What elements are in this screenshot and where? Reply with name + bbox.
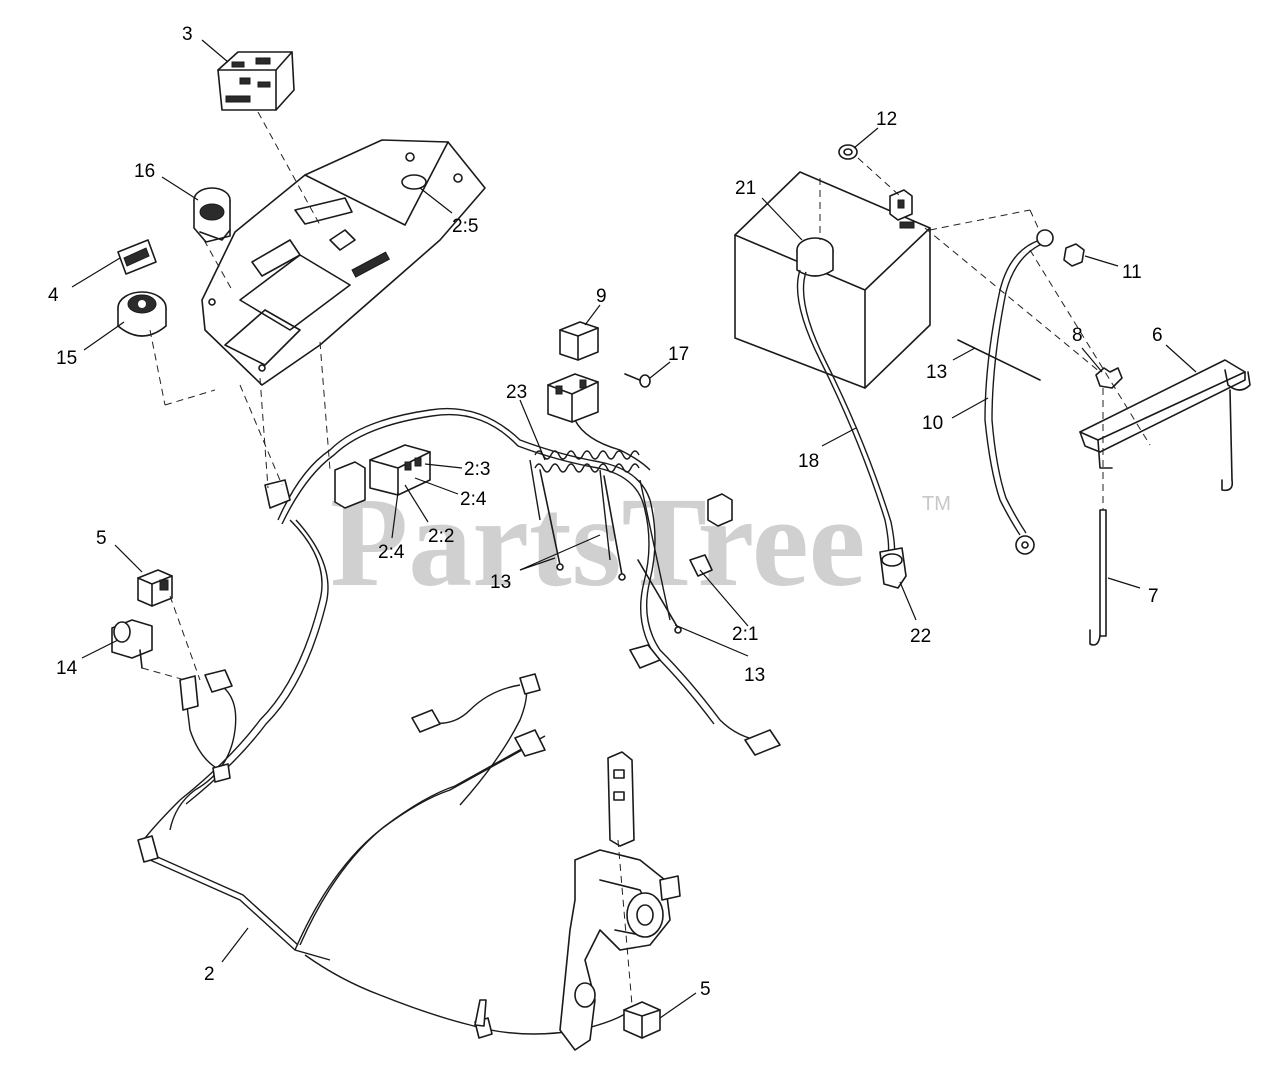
callout-14: 14	[56, 658, 78, 679]
watermark-brand: PartsTree	[330, 471, 865, 613]
callout-4: 4	[48, 285, 59, 306]
callout-7: 7	[1148, 586, 1159, 607]
callout-2: 2	[204, 964, 215, 985]
callout-16: 16	[134, 161, 155, 182]
callout-21: 21	[735, 178, 756, 199]
callout-2-5: 2:5	[452, 216, 478, 237]
relay-socket	[547, 373, 651, 471]
callout-15: 15	[56, 348, 77, 369]
part-22-boot	[879, 547, 907, 589]
part-7-j-bolt	[1089, 509, 1107, 646]
part-2-wire-harness	[137, 407, 781, 1039]
watermark-trademark: TM	[922, 493, 951, 515]
callout-23: 23	[506, 382, 527, 403]
part-13-cable-ties	[539, 339, 1041, 634]
callout-11: 11	[1122, 262, 1142, 283]
part-12-nut	[838, 144, 858, 160]
part-11-bolt	[1063, 243, 1085, 267]
leader-lines	[71, 39, 1197, 1019]
callout-5-upper: 5	[96, 528, 107, 549]
part-6-bracket	[1079, 359, 1251, 492]
part-14-switch	[111, 619, 153, 669]
part-3-switch-module	[217, 51, 295, 111]
part-5-switch-lower	[623, 1001, 661, 1039]
callout-5-lower: 5	[700, 979, 711, 1000]
callout-3: 3	[182, 24, 193, 45]
callout-2-1: 2:1	[732, 624, 758, 645]
callout-6: 6	[1152, 325, 1163, 346]
callout-22: 22	[910, 626, 931, 647]
callout-13-b: 13	[744, 665, 765, 686]
callout-13-a: 13	[490, 572, 511, 593]
part-16-pto-switch	[193, 187, 231, 243]
part-18-cable	[796, 269, 896, 558]
callout-17: 17	[668, 344, 689, 365]
assembly-lines	[141, 111, 1151, 1006]
callout-2-4-b: 2:4	[378, 542, 405, 563]
part-9-relay	[559, 321, 599, 361]
callout-2-4-a: 2:4	[460, 489, 487, 510]
part-17-screw	[624, 373, 651, 388]
callout-13-c: 13	[926, 362, 947, 383]
callout-8: 8	[1072, 325, 1083, 346]
callout-labels: 3 16 2:5 4 15 9 17 23 2:3 2:4 2:2 2:4 5 …	[48, 24, 1163, 1000]
callout-2-3: 2:3	[464, 459, 490, 480]
part-10-cable	[984, 229, 1054, 555]
callout-2-2: 2:2	[428, 526, 454, 547]
brake-lever-assembly	[559, 751, 681, 1051]
part-21-battery	[734, 171, 931, 389]
callout-12: 12	[876, 109, 897, 130]
part-15-ignition-switch	[117, 291, 167, 337]
callout-10: 10	[922, 413, 943, 434]
control-panel	[201, 139, 486, 386]
callout-9: 9	[596, 286, 607, 307]
part-5-switch-upper	[137, 569, 173, 607]
callout-18: 18	[798, 451, 819, 472]
part-4-key	[117, 239, 157, 275]
